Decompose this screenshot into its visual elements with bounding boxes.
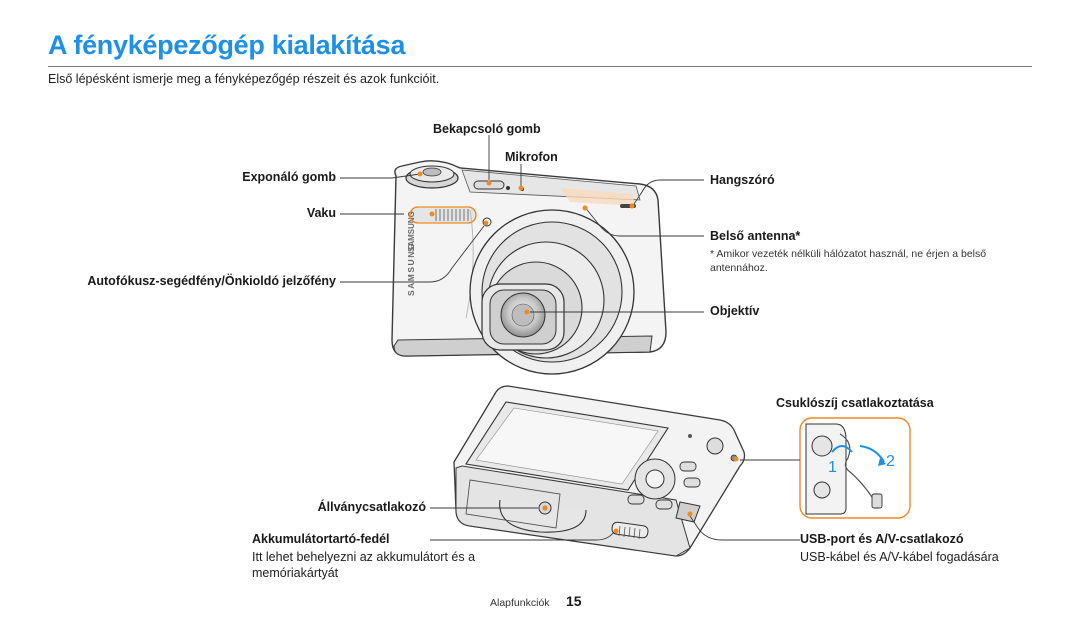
camera-front: SAMSUNG SAMSUNG <box>391 160 667 375</box>
label-lens: Objektív <box>710 304 760 318</box>
desc-usb-port: USB-kábel és A/V-kábel fogadására <box>800 550 999 564</box>
camera-back <box>453 385 746 557</box>
strap-inset: 1 2 <box>799 417 911 519</box>
label-af-lamp: Autofókusz-segédfény/Önkioldó jelzőfény <box>87 274 336 288</box>
label-tripod-mount: Állványcsatlakozó <box>317 500 426 514</box>
label-strap-mount: Csuklószíj csatlakoztatása <box>776 396 934 410</box>
svg-text:SAMSUNG: SAMSUNG <box>407 211 416 252</box>
intro-text: Első lépésként ismerje meg a fényképezőg… <box>48 72 440 86</box>
strap-step-2: 2 <box>886 453 895 470</box>
footer-page-number: 15 <box>566 593 582 609</box>
label-microphone: Mikrofon <box>505 150 558 164</box>
callout-dots <box>417 171 739 534</box>
label-usb-port: USB-port és A/V-csatlakozó <box>800 532 964 546</box>
callout-lines <box>340 135 800 541</box>
label-internal-antenna: Belső antenna* <box>710 229 801 243</box>
note-internal-antenna: * Amikor vezeték nélküli hálózatot haszn… <box>710 248 987 274</box>
label-speaker: Hangszóró <box>710 173 775 187</box>
footer-section: Alapfunkciók <box>490 597 550 609</box>
label-shutter-button: Exponáló gomb <box>242 170 336 184</box>
label-battery-cover: Akkumulátortartó-fedél <box>252 532 390 546</box>
page-title: A fényképezőgép kialakítása <box>48 30 406 60</box>
title-rule <box>48 66 1032 67</box>
label-power-button: Bekapcsoló gomb <box>433 122 541 136</box>
strap-step-1: 1 <box>828 459 837 476</box>
desc-battery-cover: Itt lehet behelyezni az akkumulátort és … <box>252 550 476 580</box>
label-flash: Vaku <box>306 206 336 220</box>
brand-text: SAMSUNG <box>406 242 416 296</box>
